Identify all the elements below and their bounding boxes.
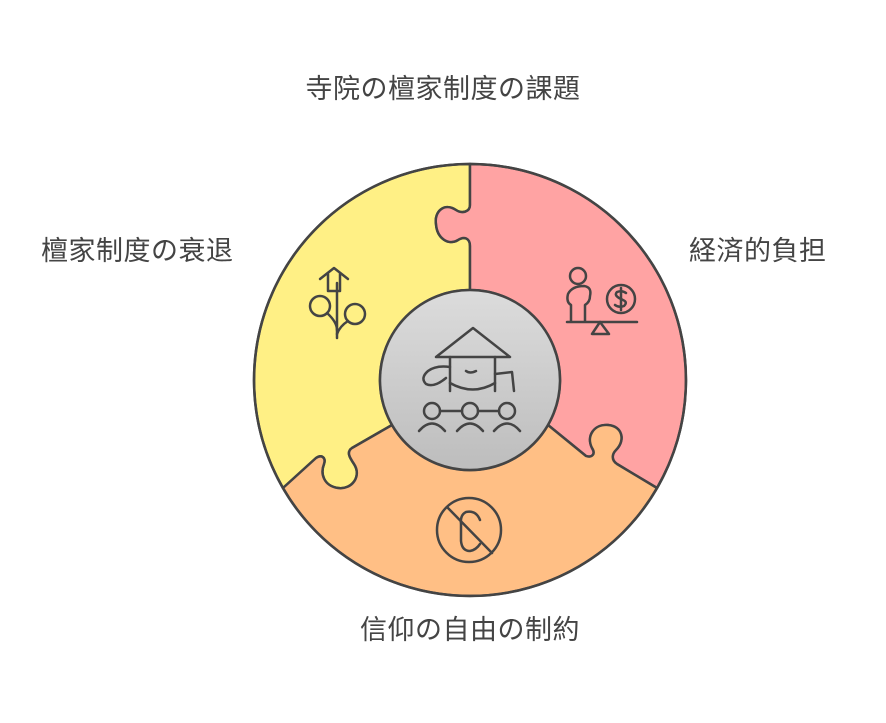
house-plant-growth-icon xyxy=(308,266,367,340)
segment-label-freedom: 信仰の自由の制約 xyxy=(360,615,580,646)
monk-with-community-icon xyxy=(417,326,522,433)
diagram-title: 寺院の檀家制度の課題 xyxy=(305,74,581,105)
outer-ring xyxy=(252,162,688,598)
center-circle xyxy=(378,288,562,472)
prohibited-hook-icon xyxy=(435,496,503,564)
segment-label-economic: 経済的負担 xyxy=(689,236,827,267)
person-money-scale-icon xyxy=(565,266,639,336)
segment-label-decline: 檀家制度の衰退 xyxy=(41,236,234,267)
